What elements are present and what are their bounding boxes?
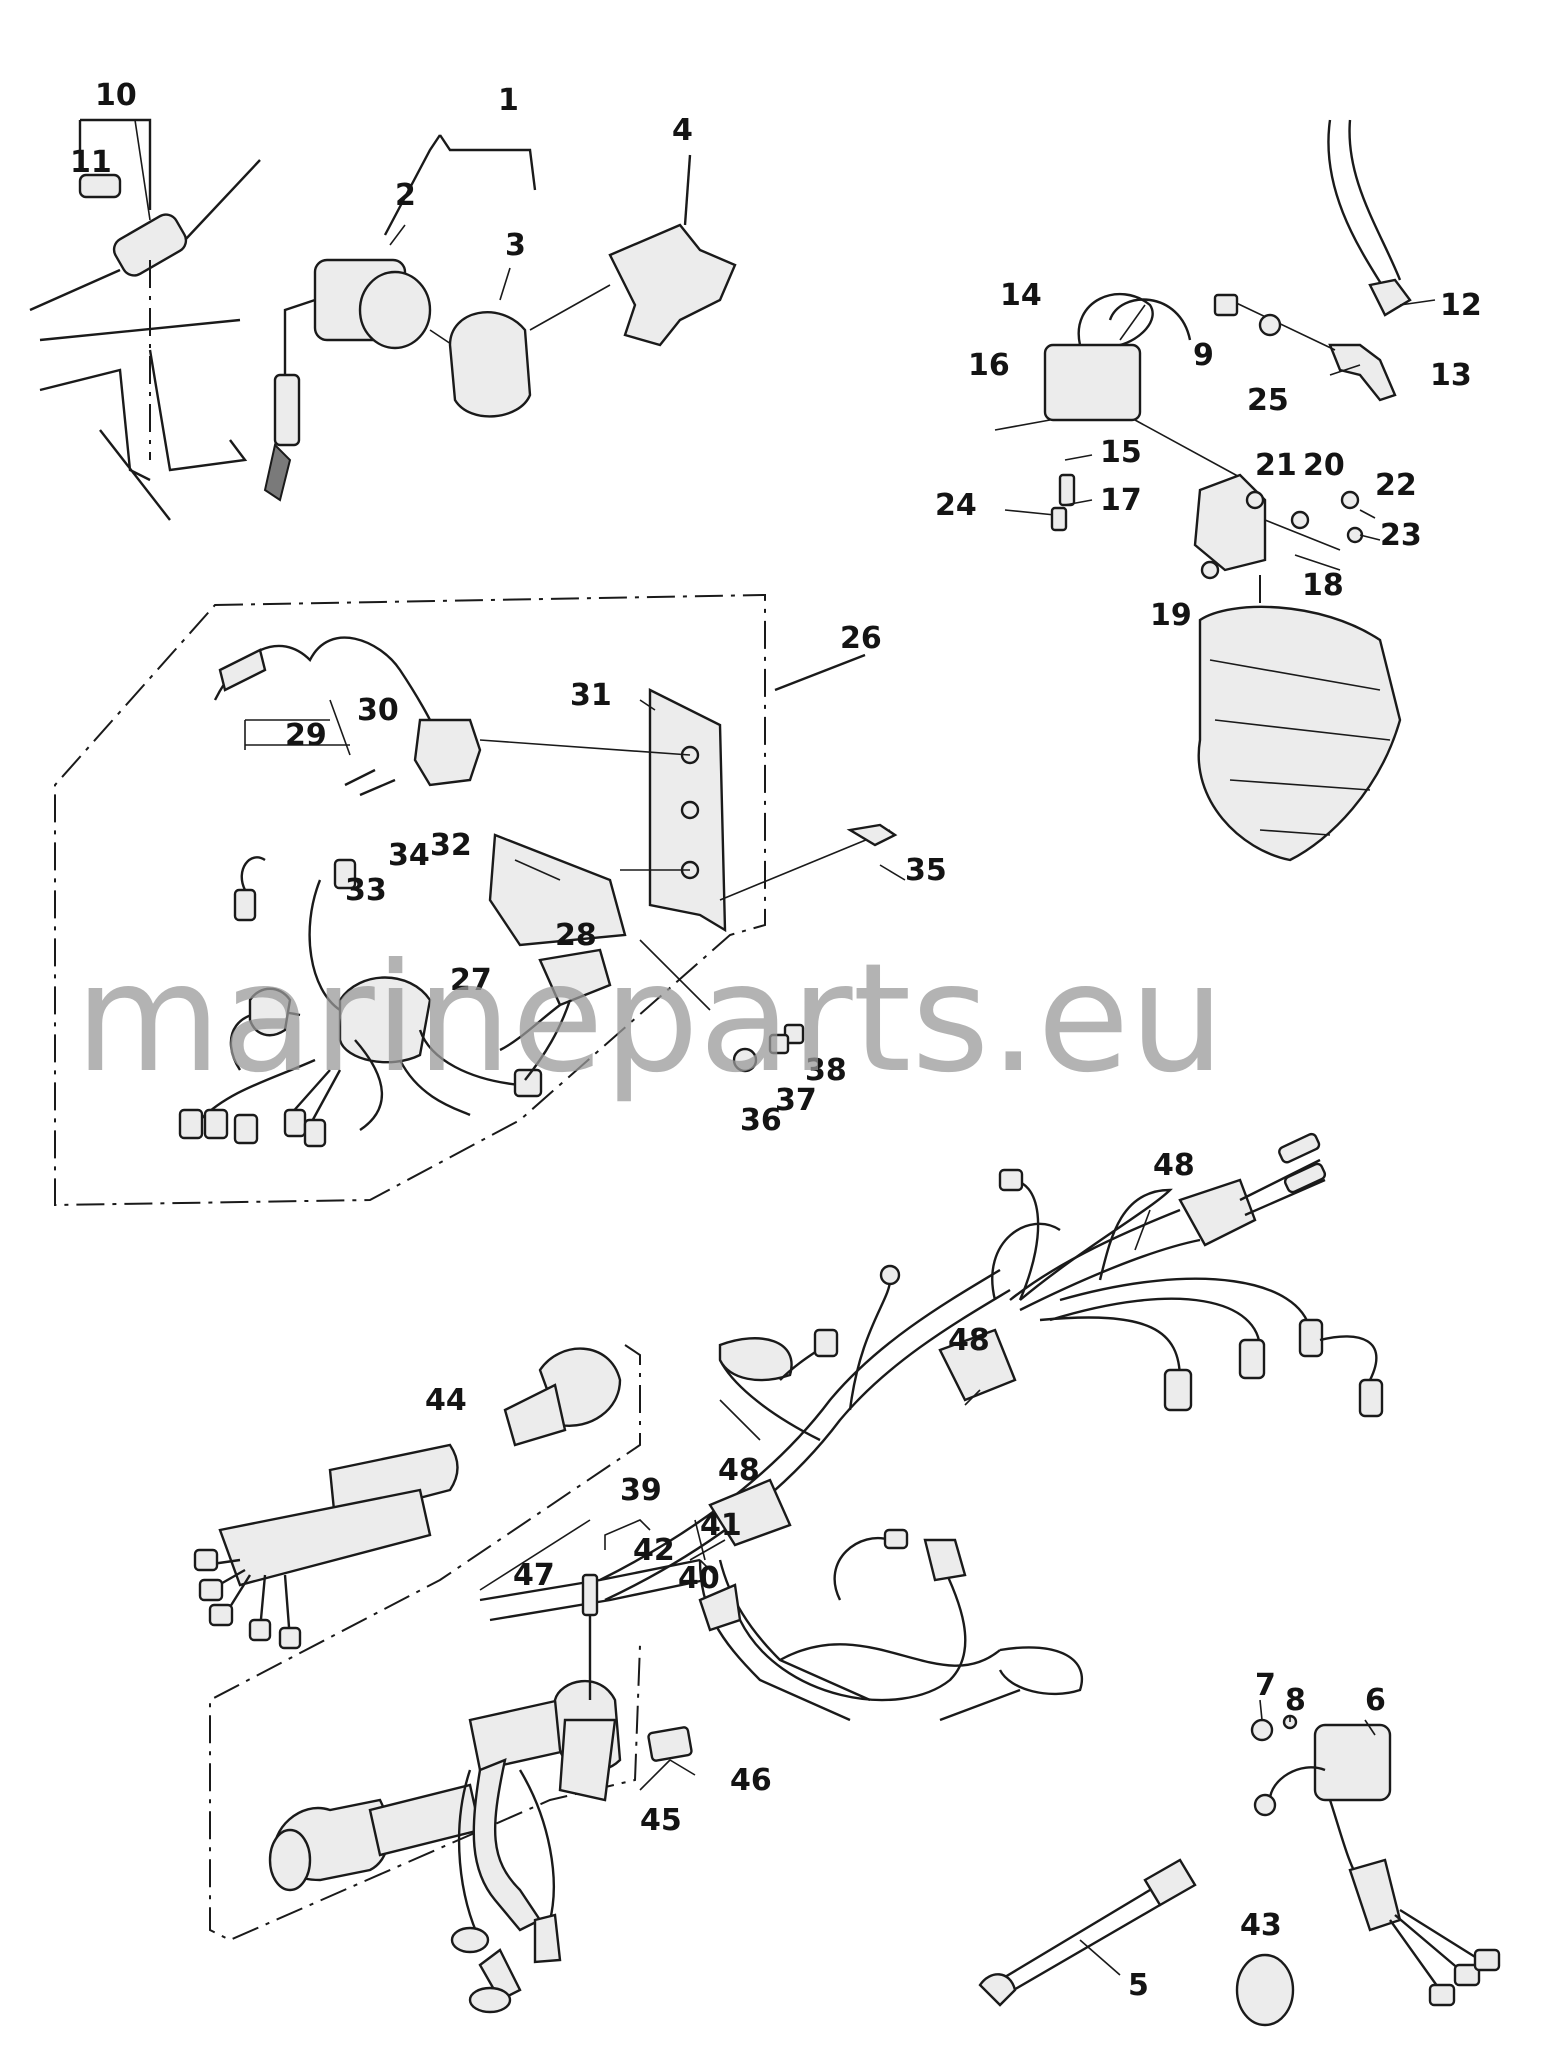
callout-4: 4 bbox=[672, 113, 693, 148]
watermark-text: marineparts.eu bbox=[75, 932, 1225, 1106]
callout-42: 42 bbox=[633, 1533, 675, 1568]
callout-32: 32 bbox=[430, 828, 472, 863]
callout-22: 22 bbox=[1375, 468, 1417, 503]
callout-40: 40 bbox=[678, 1561, 720, 1596]
fuse-holder-assembly bbox=[29, 118, 261, 521]
extension-harness-assembly bbox=[193, 1344, 693, 2014]
callout-labels: 1 2 3 4 5 6 7 8 9 10 11 12 13 14 15 16 1… bbox=[70, 78, 1482, 2003]
callout-41: 41 bbox=[700, 1508, 742, 1543]
callout-27: 27 bbox=[450, 963, 492, 998]
callout-1: 1 bbox=[498, 83, 519, 118]
callout-24: 24 bbox=[935, 488, 977, 523]
callout-28: 28 bbox=[555, 918, 597, 953]
callout-33: 33 bbox=[345, 873, 387, 908]
callout-2: 2 bbox=[395, 178, 416, 213]
callout-46: 46 bbox=[730, 1763, 772, 1798]
callout-leaders bbox=[134, 119, 1436, 1976]
panel-kit-assembly bbox=[54, 593, 898, 1207]
callout-21: 21 bbox=[1255, 448, 1297, 483]
callout-30: 30 bbox=[357, 693, 399, 728]
callout-44: 44 bbox=[425, 1383, 467, 1418]
callout-14: 14 bbox=[1000, 278, 1042, 313]
callout-48-top: 48 bbox=[1153, 1148, 1195, 1183]
callout-39: 39 bbox=[620, 1473, 662, 1508]
callout-38: 38 bbox=[805, 1053, 847, 1088]
callout-17: 17 bbox=[1100, 483, 1142, 518]
callout-5: 5 bbox=[1128, 1968, 1149, 2003]
main-harness-assembly bbox=[479, 1132, 1384, 1722]
callout-16: 16 bbox=[968, 348, 1010, 383]
callout-23: 23 bbox=[1380, 518, 1422, 553]
callout-48-middle: 48 bbox=[948, 1323, 990, 1358]
callout-45: 45 bbox=[640, 1803, 682, 1838]
switch-assembly bbox=[263, 134, 737, 502]
regulator-assembly bbox=[978, 1714, 1501, 2027]
callout-26: 26 bbox=[840, 621, 882, 656]
callout-3: 3 bbox=[505, 228, 526, 263]
callout-19: 19 bbox=[1150, 598, 1192, 633]
callout-25: 25 bbox=[1247, 383, 1289, 418]
callout-29: 29 bbox=[285, 718, 327, 753]
callout-37: 37 bbox=[775, 1083, 817, 1118]
callout-20: 20 bbox=[1303, 448, 1345, 483]
callout-15: 15 bbox=[1100, 435, 1142, 470]
callout-13: 13 bbox=[1430, 358, 1472, 393]
callout-34: 34 bbox=[388, 838, 430, 873]
callout-18: 18 bbox=[1302, 568, 1344, 603]
callout-8: 8 bbox=[1285, 1683, 1306, 1718]
callout-10: 10 bbox=[95, 78, 137, 113]
callout-47: 47 bbox=[513, 1558, 555, 1593]
callout-11: 11 bbox=[70, 145, 112, 180]
callout-6: 6 bbox=[1365, 1683, 1386, 1718]
callout-48-lower: 48 bbox=[718, 1453, 760, 1488]
pack-bracket-assembly bbox=[994, 119, 1412, 862]
callout-35: 35 bbox=[905, 853, 947, 888]
callout-36: 36 bbox=[740, 1103, 782, 1138]
callout-31: 31 bbox=[570, 678, 612, 713]
callout-43: 43 bbox=[1240, 1908, 1282, 1943]
callout-9: 9 bbox=[1193, 338, 1214, 373]
callout-7: 7 bbox=[1255, 1668, 1276, 1703]
callout-12: 12 bbox=[1440, 288, 1482, 323]
